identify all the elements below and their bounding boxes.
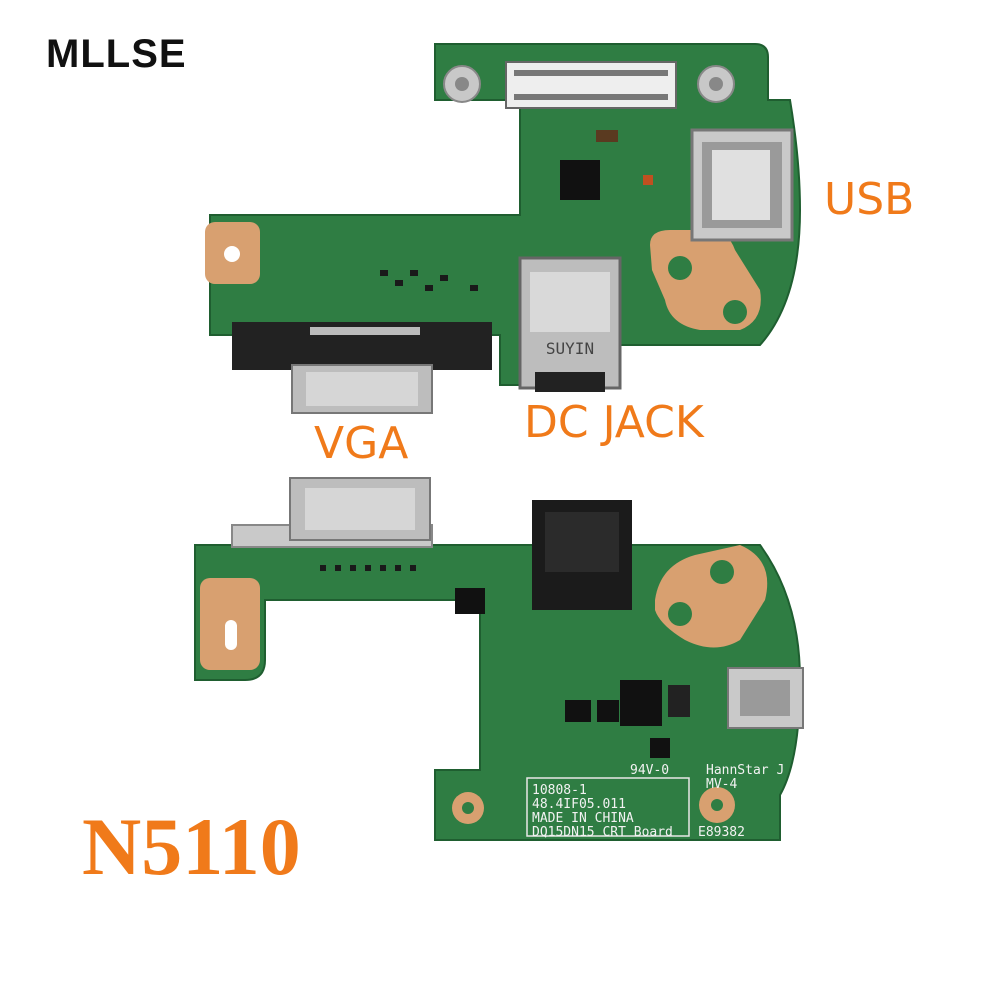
bottom-mosfet bbox=[620, 680, 662, 726]
board-silk-hannstar: HannStar J bbox=[706, 763, 784, 778]
top-chip bbox=[560, 160, 600, 200]
bottom-board: 10808-1 48.4IF05.011 MADE IN CHINA DQ15D… bbox=[194, 477, 804, 841]
board-serial: E89382 bbox=[698, 825, 745, 840]
model-number-label: N5110 bbox=[82, 801, 301, 892]
board-silk-94v0: 94V-0 bbox=[630, 763, 669, 778]
board-label-line-4: DQ15DN15 CRT Board bbox=[532, 825, 673, 840]
top-ribbon-connector bbox=[505, 61, 677, 109]
board-label-line-1: 10808-1 bbox=[532, 783, 587, 798]
top-board: SUYIN bbox=[205, 43, 802, 414]
brand-logo-text: MLLSE bbox=[46, 32, 187, 76]
board-label-line-2: 48.4IF05.011 bbox=[532, 797, 626, 812]
board-label-box bbox=[526, 777, 690, 837]
dc-jack-label: DC JACK bbox=[524, 397, 704, 448]
bottom-pcb bbox=[194, 519, 802, 841]
board-silk-mv4: MV-4 bbox=[706, 777, 737, 792]
board-label-line-3: MADE IN CHINA bbox=[532, 811, 634, 826]
dc-jack-marking: SUYIN bbox=[546, 339, 594, 358]
usb-label: USB bbox=[824, 174, 915, 225]
vga-label: VGA bbox=[314, 418, 409, 469]
